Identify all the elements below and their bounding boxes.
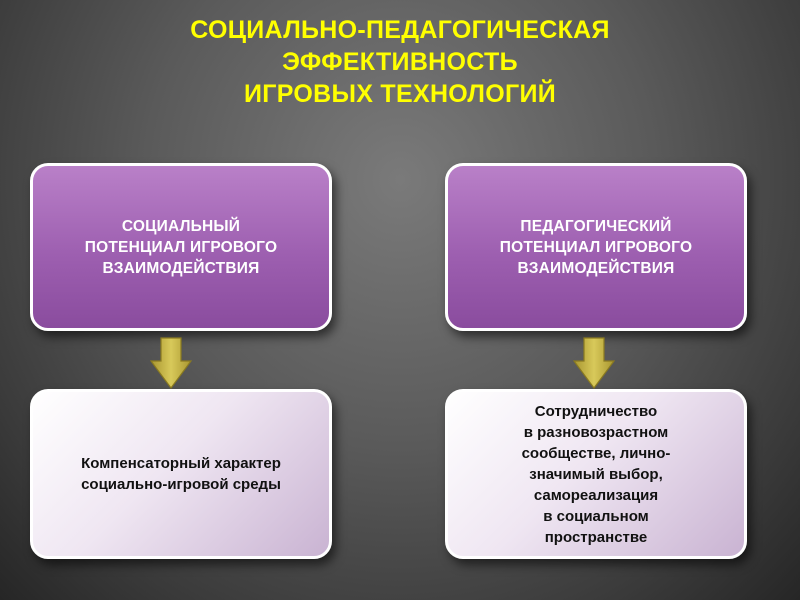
compensatory-character-box: Компенсаторный характер социально-игрово… (30, 389, 332, 559)
cooperation-line-5: самореализация (533, 486, 659, 504)
title-line-2: ЭФФЕКТИВНОСТЬ (282, 48, 518, 76)
social-potential-box: СОЦИАЛЬНЫЙ ПОТЕНЦИАЛ ИГРОВОГО ВЗАИМОДЕЙС… (30, 163, 332, 331)
pedagogical-potential-box: ПЕДАГОГИЧЕСКИЙ ПОТЕНЦИАЛ ИГРОВОГО ВЗАИМО… (445, 163, 747, 331)
cooperation-line-4: значимый выбор, (529, 465, 663, 483)
cooperation-line-2: в разновозрастном (523, 423, 669, 441)
pedagogical-potential-line-2: ПОТЕНЦИАЛ ИГРОВОГО (499, 238, 693, 256)
pedagogical-potential-line-3: ВЗАИМОДЕЙСТВИЯ (517, 259, 675, 277)
cooperation-line-1: Сотрудничество (534, 402, 658, 420)
social-potential-line-2: ПОТЕНЦИАЛ ИГРОВОГО (84, 238, 278, 256)
cooperation-line-6: в социальном (543, 507, 649, 525)
compensatory-line-2: социально-игровой среды (81, 476, 281, 493)
down-arrow-icon (150, 337, 192, 389)
down-arrow-icon (573, 337, 615, 389)
title-line-3: ИГРОВЫХ ТЕХНОЛОГИЙ (243, 80, 557, 108)
social-potential-line-1: СОЦИАЛЬНЫЙ (121, 217, 241, 235)
cooperation-box: Сотрудничество в разновозрастном сообщес… (445, 389, 747, 559)
social-potential-line-3: ВЗАИМОДЕЙСТВИЯ (102, 259, 260, 277)
cooperation-line-7: пространстве (544, 528, 648, 546)
title-line-1: СОЦИАЛЬНО-ПЕДАГОГИЧЕСКАЯ (190, 16, 610, 44)
pedagogical-potential-line-1: ПЕДАГОГИЧЕСКИЙ (520, 217, 672, 235)
compensatory-line-1: Компенсаторный характер (81, 455, 281, 472)
cooperation-line-3: сообществе, лично- (521, 444, 671, 462)
slide-title: СОЦИАЛЬНО-ПЕДАГОГИЧЕСКАЯ ЭФФЕКТИВНОСТЬ И… (0, 14, 800, 110)
